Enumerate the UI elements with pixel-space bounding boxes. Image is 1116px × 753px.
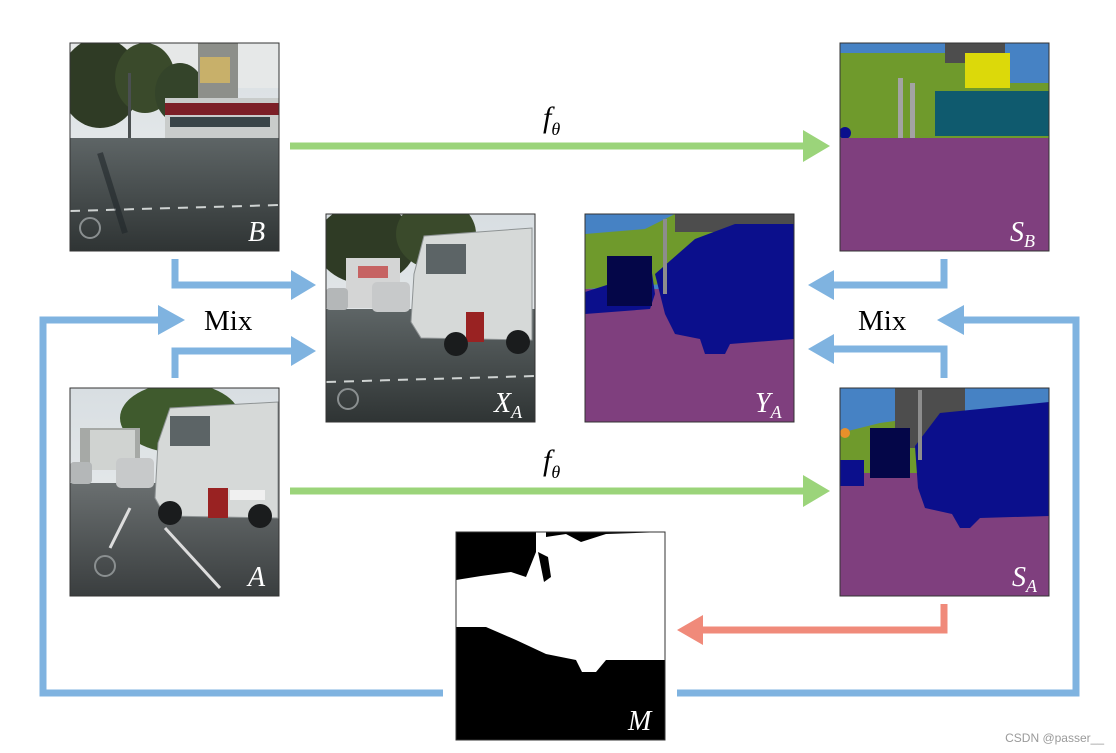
image-b-label: B bbox=[248, 217, 265, 248]
mask-loop-left bbox=[39, 305, 443, 697]
mix-label-right: Mix bbox=[858, 305, 907, 337]
mix-arrow-left-lower bbox=[171, 336, 316, 378]
f-theta-label-bottom: fθ bbox=[543, 444, 560, 482]
image-a: A bbox=[69, 387, 280, 597]
f-theta-label-top: fθ bbox=[543, 101, 560, 139]
image-xa: XA bbox=[325, 213, 536, 423]
image-m: M bbox=[455, 531, 666, 741]
mask-arrow bbox=[677, 604, 948, 645]
forward-arrow-bottom bbox=[290, 475, 830, 507]
image-sb-label: SB bbox=[1010, 217, 1035, 251]
mix-arrow-left-upper bbox=[171, 259, 316, 300]
image-xa-label: XA bbox=[493, 388, 523, 422]
mix-arrow-right-upper bbox=[808, 259, 948, 300]
watermark: CSDN @passer__ bbox=[1005, 731, 1104, 745]
image-sb: SB bbox=[839, 42, 1050, 252]
mix-arrow-right-lower bbox=[808, 334, 948, 378]
image-ya: YA bbox=[584, 213, 795, 423]
forward-arrow-top bbox=[290, 130, 830, 162]
image-ya-label: YA bbox=[755, 388, 783, 422]
arrows bbox=[39, 130, 1080, 697]
image-b: B bbox=[69, 42, 280, 252]
image-m-label: M bbox=[627, 706, 653, 737]
image-sa-label: SA bbox=[1012, 562, 1038, 596]
image-sa: SA bbox=[839, 387, 1050, 597]
mask-loop-right bbox=[677, 305, 1080, 697]
mix-label-left: Mix bbox=[204, 305, 253, 337]
image-a-label: A bbox=[246, 562, 266, 593]
